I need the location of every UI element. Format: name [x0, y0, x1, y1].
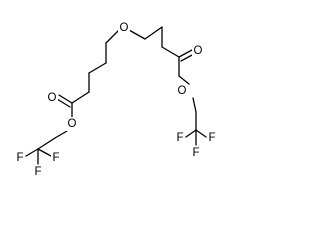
- bond: [37, 148, 52, 157]
- atom-label-F: F: [52, 152, 59, 164]
- atom-label-O: O: [194, 45, 203, 57]
- bond: [25, 148, 39, 157]
- bond: [144, 26, 163, 40]
- atom-right-fluorine-3: F: [191, 146, 202, 160]
- atom-label-F: F: [34, 166, 41, 178]
- atom-label-F: F: [208, 132, 215, 144]
- atom-label-O: O: [178, 85, 187, 97]
- bond-layer: [25, 26, 207, 165]
- atom-left-fluorine-1: F: [14, 151, 25, 165]
- bond: [105, 29, 120, 44]
- atom-right-fluorine-1: F: [174, 131, 185, 145]
- bond-double: [180, 53, 195, 62]
- atom-right-carbonyl-oxygen: O: [192, 44, 204, 58]
- atom-right-ester-oxygen: O: [176, 84, 188, 98]
- bond-double: [58, 94, 73, 104]
- bond-double: [178, 49, 193, 58]
- bond-double: [56, 98, 71, 108]
- bond: [161, 46, 180, 58]
- atom-left-fluorine-2: F: [51, 151, 62, 165]
- bond: [195, 129, 207, 138]
- atom-label-O: O: [68, 118, 77, 130]
- bond: [192, 97, 197, 113]
- atom-ether-oxygen: O: [118, 21, 130, 35]
- bond: [37, 137, 56, 150]
- atom-label-layer: O O O O O F F F: [14, 21, 218, 179]
- atom-right-fluorine-2: F: [207, 131, 218, 145]
- atom-left-ester-oxygen: O: [66, 117, 78, 131]
- atom-label-O: O: [120, 22, 129, 34]
- bond: [178, 75, 190, 85]
- atom-left-fluorine-3: F: [33, 165, 44, 179]
- atom-label-F: F: [192, 147, 199, 159]
- bond: [128, 29, 146, 40]
- bond: [54, 130, 68, 139]
- bond: [88, 62, 107, 74]
- bond: [185, 129, 197, 138]
- atom-label-O: O: [48, 92, 57, 104]
- bond: [71, 91, 90, 104]
- atom-label-F: F: [176, 132, 183, 144]
- atom-left-carbonyl-oxygen: O: [46, 91, 58, 105]
- atom-label-F: F: [16, 152, 23, 164]
- chemical-structure-diagram: O O O O O F F F: [14, 21, 218, 179]
